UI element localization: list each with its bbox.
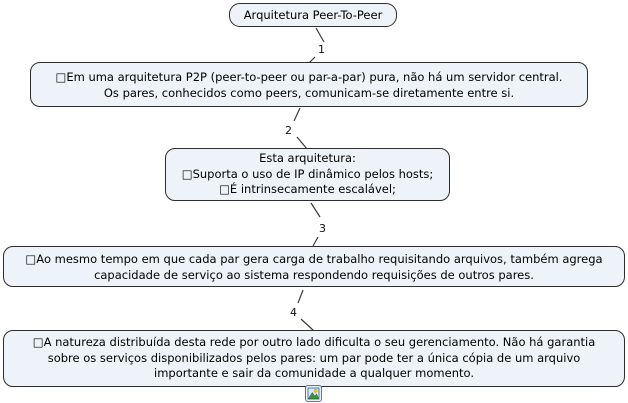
link-label-2[interactable]: 2 <box>285 124 292 137</box>
link-label-1[interactable]: 1 <box>318 43 325 56</box>
link-line <box>300 318 315 332</box>
link-line <box>297 289 304 304</box>
concept-node-caracteristicas[interactable]: Esta arquitetura: □Suporta o uso de IP d… <box>165 148 450 201</box>
node-text-line: □É intrinsecamente escalável; <box>219 182 396 197</box>
link-line <box>315 27 325 43</box>
node-text-line: □Suporta o uso de IP dinâmico pelos host… <box>181 166 434 181</box>
link-line <box>312 236 319 247</box>
link-line <box>293 107 301 122</box>
link-line <box>310 202 321 218</box>
node-text-line: Esta arquitetura: <box>259 151 356 166</box>
node-text-line: importante e sair da comunidade a qualqu… <box>154 366 474 381</box>
concept-node-natureza-distribuida[interactable]: □A natureza distribuída desta rede por o… <box>3 330 625 387</box>
concept-node-carga-servico[interactable]: □Ao mesmo tempo em que cada par gera car… <box>3 246 625 287</box>
link-label-3[interactable]: 3 <box>319 222 326 235</box>
link-label-4[interactable]: 4 <box>290 306 297 319</box>
node-text-line: capacidade de serviço ao sistema respond… <box>94 267 534 282</box>
concept-node-p2p-pura[interactable]: □Em uma arquitetura P2P (peer-to-peer ou… <box>30 62 588 107</box>
link-line <box>296 136 308 150</box>
node-text-line: □Ao mesmo tempo em que cada par gera car… <box>25 251 603 266</box>
image-resource-icon[interactable] <box>305 385 322 402</box>
concept-node-title[interactable]: Arquitetura Peer-To-Peer <box>229 3 397 27</box>
node-text-line: □Em uma arquitetura P2P (peer-to-peer ou… <box>55 69 563 84</box>
node-text-line: Arquitetura Peer-To-Peer <box>243 8 383 22</box>
node-text-line: sobre os serviços disponibilizados pelos… <box>47 350 581 365</box>
node-text-line: Os pares, conhecidos como peers, comunic… <box>103 85 515 100</box>
node-text-line: □A natureza distribuída desta rede por o… <box>32 335 596 350</box>
